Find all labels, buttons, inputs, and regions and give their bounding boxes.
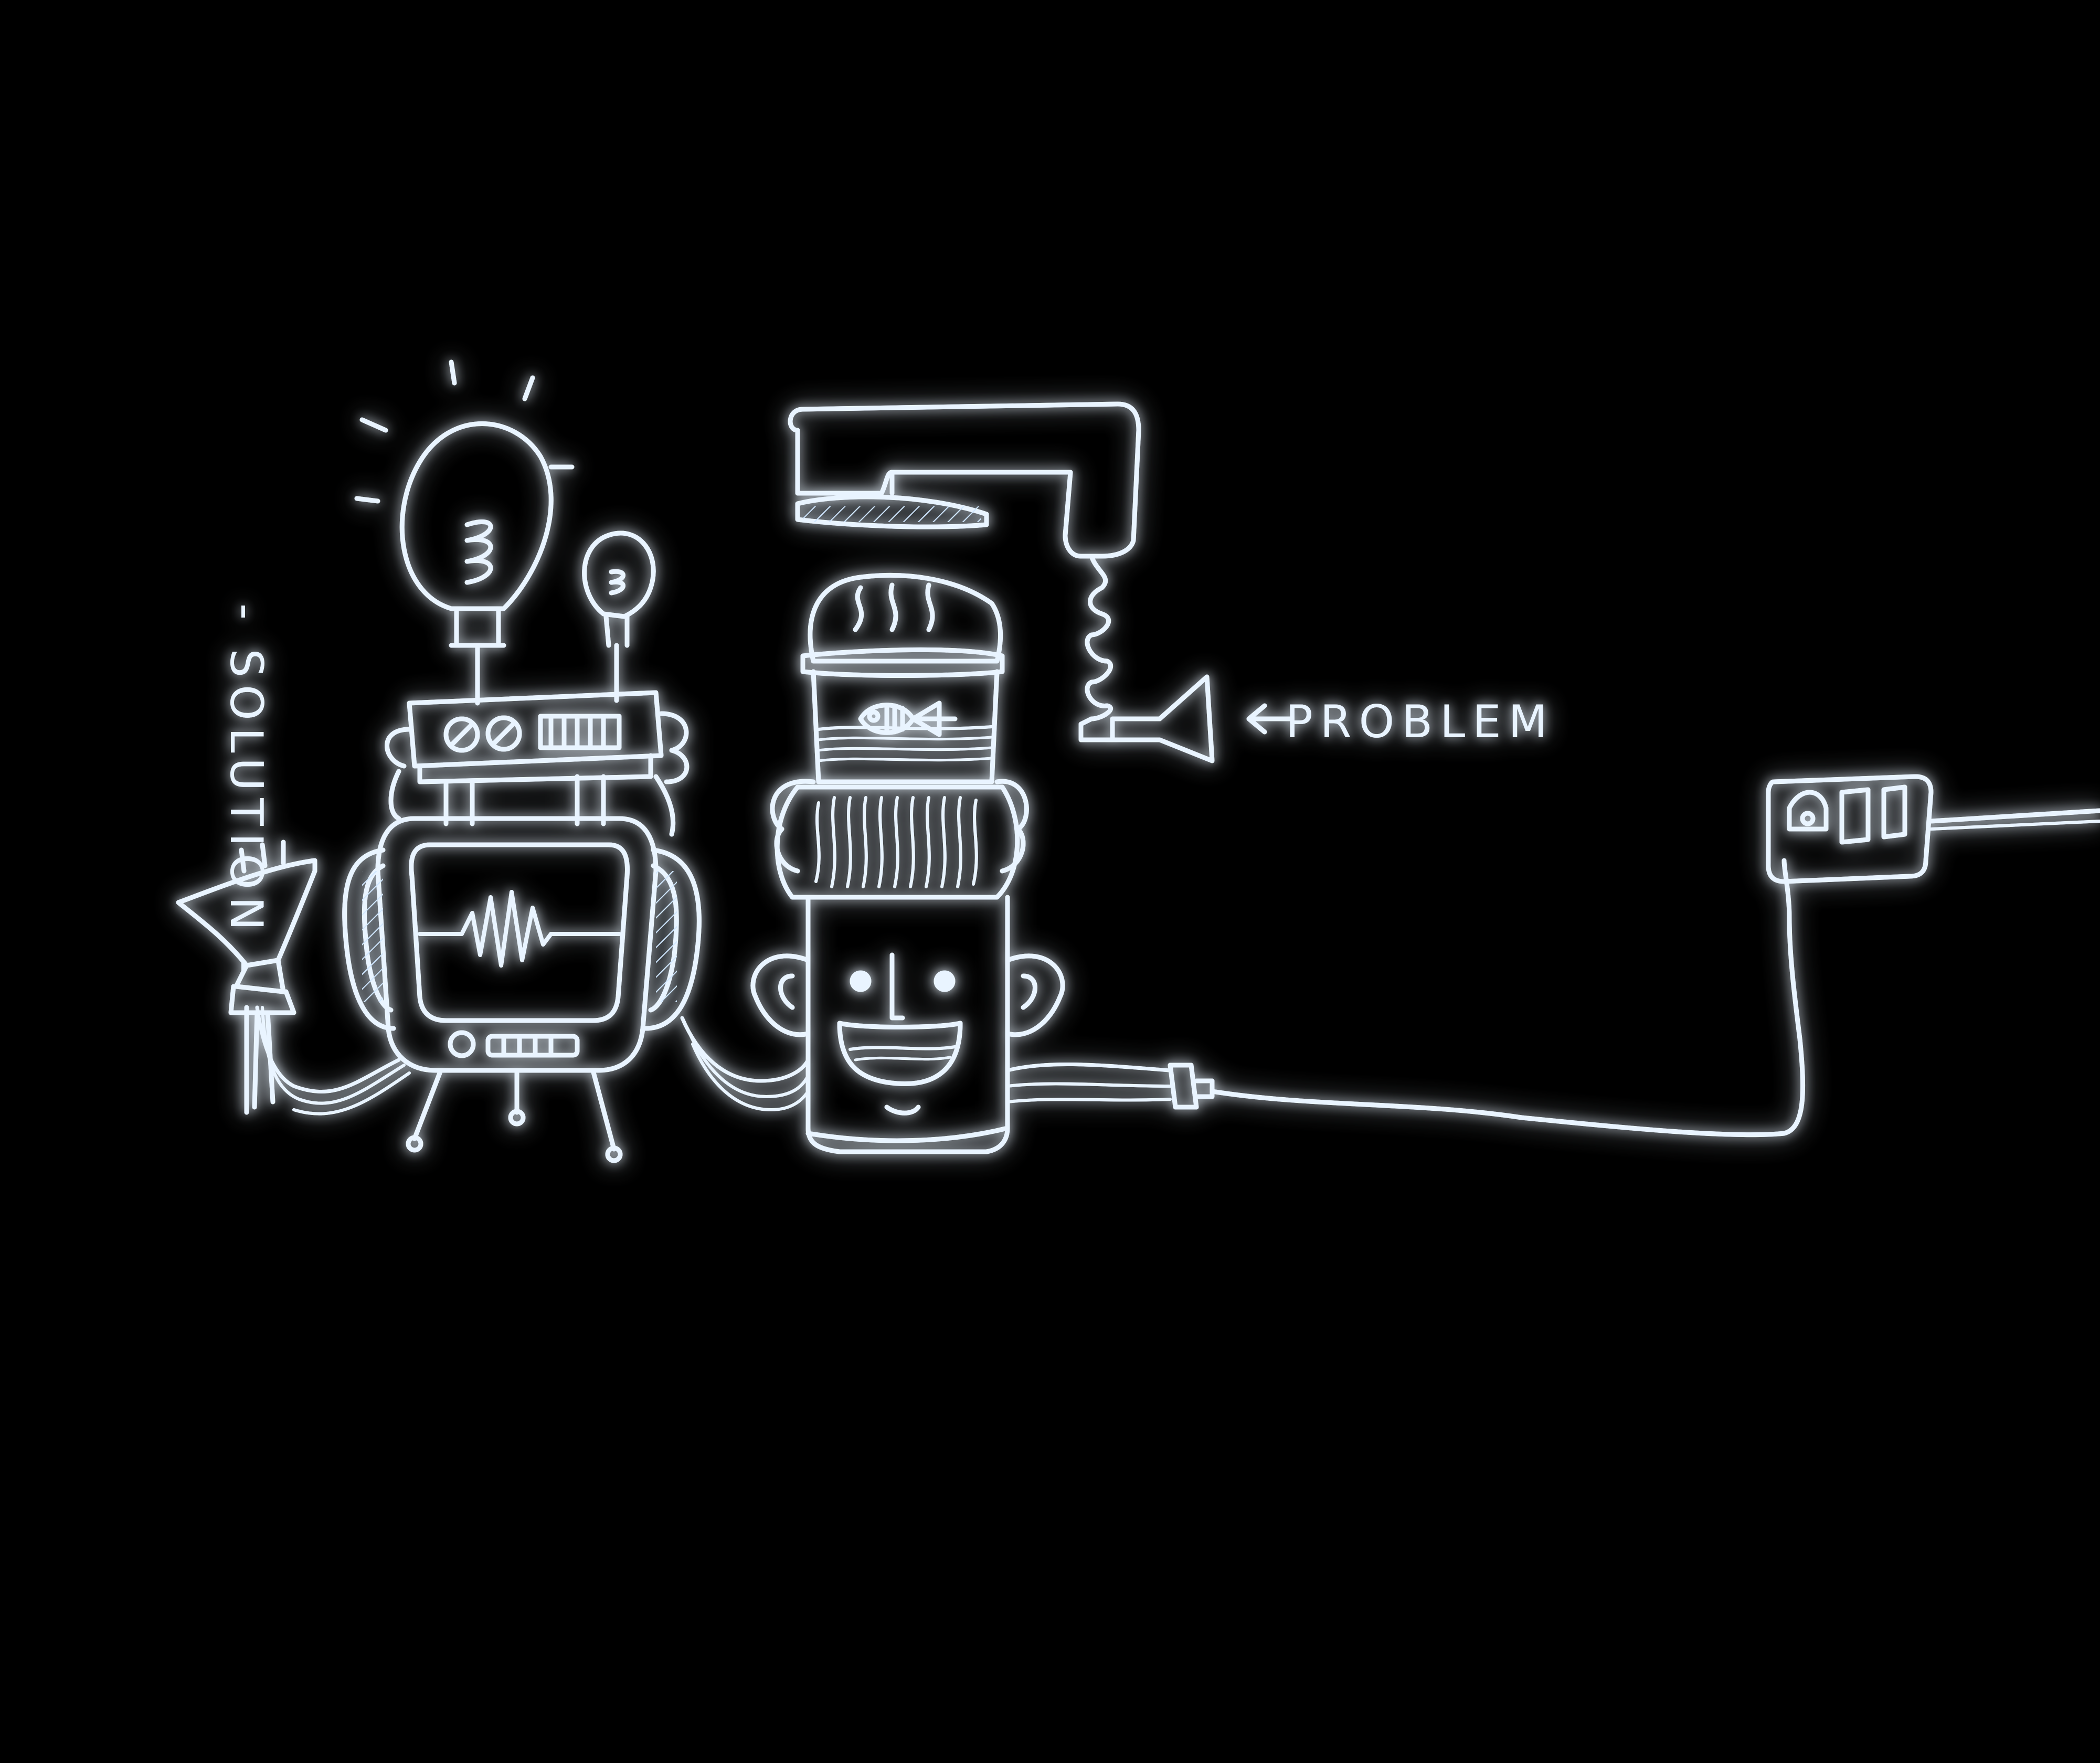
solution-label: - SOLUTION - [220,603,272,983]
problem-label: PROBLEM [1286,696,1555,748]
